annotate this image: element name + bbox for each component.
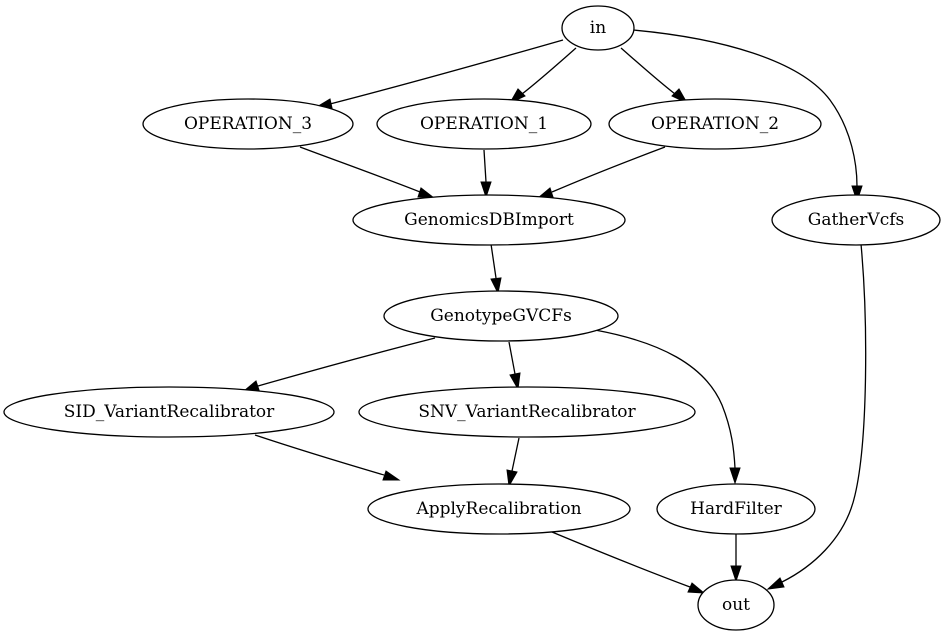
node-label-operation-1: OPERATION_1 xyxy=(420,114,548,134)
node-operation-3: OPERATION_3 xyxy=(142,98,354,150)
edge-sid-apply xyxy=(254,434,401,481)
edge-gvcf-snv xyxy=(508,341,521,391)
edge-op2-gdb xyxy=(536,146,666,199)
edge-gdb-gvcf xyxy=(490,243,502,295)
edge-gather-out xyxy=(766,243,867,590)
node-label-in: in xyxy=(590,18,606,38)
node-gathervcfs: GatherVcfs xyxy=(771,194,941,246)
node-sid-variantrecalibrator: SID_VariantRecalibrator xyxy=(3,386,335,438)
edge-in-op3 xyxy=(313,39,564,109)
edge-snv-apply xyxy=(506,437,520,488)
node-label-out: out xyxy=(722,595,750,615)
node-label-genomicsdbimport: GenomicsDBImport xyxy=(404,210,574,230)
node-in: in xyxy=(561,5,635,51)
node-genomicsdbimport: GenomicsDBImport xyxy=(352,194,626,246)
edge-gvcf-hard xyxy=(594,329,741,485)
edge-apply-out xyxy=(551,531,706,594)
graph-nodes: in OPERATION_3 OPERATION_1 OPERATION_2 G… xyxy=(3,5,941,631)
node-label-sid-variantrecalibrator: SID_VariantRecalibrator xyxy=(64,402,275,422)
edge-in-gather xyxy=(632,29,863,203)
node-genotypegvcfs: GenotypeGVCFs xyxy=(383,290,619,342)
node-label-hardfilter: HardFilter xyxy=(690,499,783,519)
node-operation-2: OPERATION_2 xyxy=(608,98,822,150)
node-snv-variantrecalibrator: SNV_VariantRecalibrator xyxy=(358,386,696,438)
node-label-genotypegvcfs: GenotypeGVCFs xyxy=(430,306,572,326)
edge-op3-gdb xyxy=(299,146,436,199)
edge-op1-gdb xyxy=(480,149,492,199)
node-out: out xyxy=(697,579,775,631)
node-label-snv-variantrecalibrator: SNV_VariantRecalibrator xyxy=(418,402,636,422)
edge-in-op2 xyxy=(620,47,689,105)
edge-hard-out xyxy=(730,533,742,583)
node-applyrecalibration: ApplyRecalibration xyxy=(367,483,631,535)
node-label-operation-2: OPERATION_2 xyxy=(651,114,779,134)
node-label-applyrecalibration: ApplyRecalibration xyxy=(415,499,581,519)
node-label-gathervcfs: GatherVcfs xyxy=(808,210,905,230)
node-operation-1: OPERATION_1 xyxy=(376,98,592,150)
edge-gvcf-sid xyxy=(242,337,436,392)
edge-in-op1 xyxy=(508,47,577,105)
node-hardfilter: HardFilter xyxy=(656,483,816,535)
node-label-operation-3: OPERATION_3 xyxy=(184,114,312,134)
